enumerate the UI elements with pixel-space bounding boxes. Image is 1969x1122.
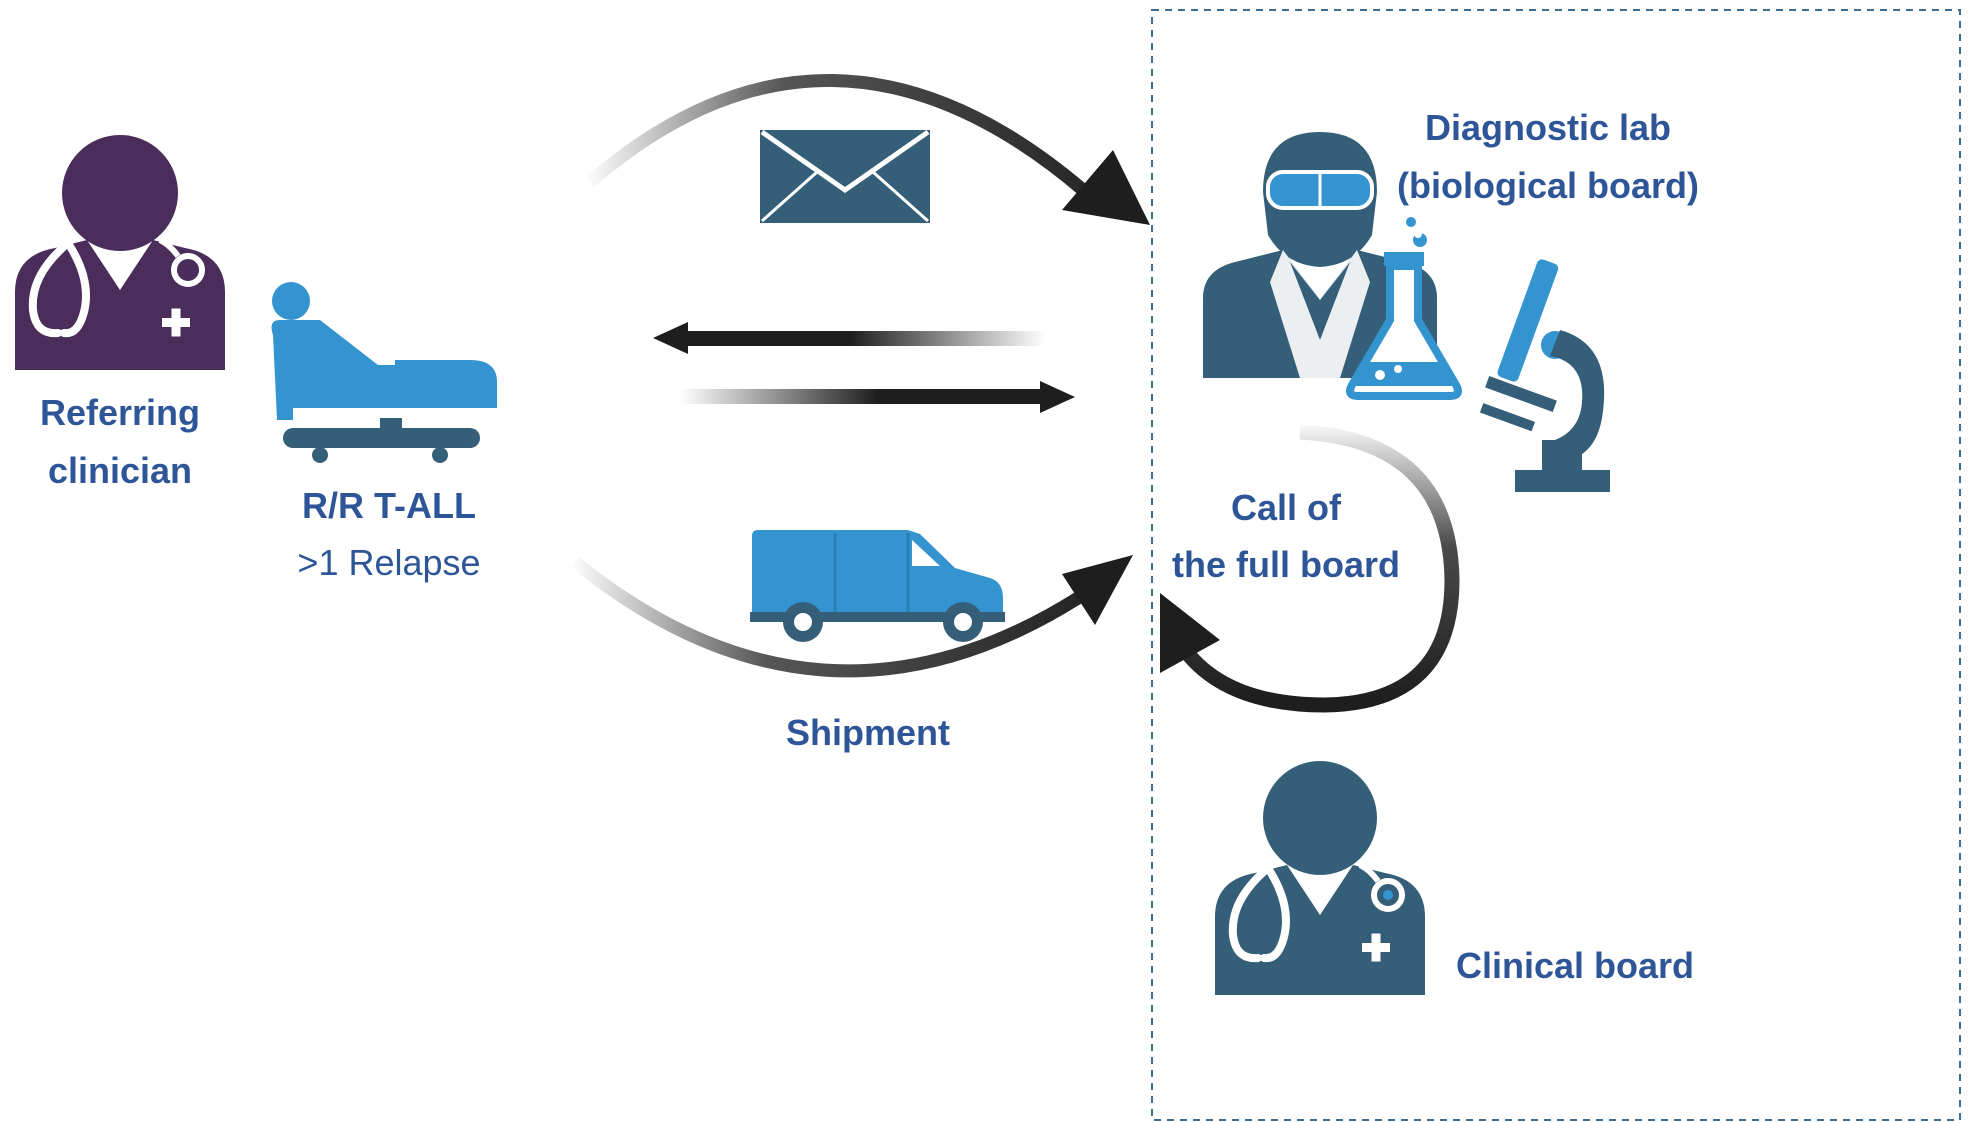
doctor-icon	[15, 135, 225, 370]
board-region-box	[1151, 9, 1961, 1121]
board-call-line1: Call of	[1231, 487, 1342, 528]
doctor-icon	[1215, 761, 1425, 995]
left-arrow	[653, 322, 1045, 354]
microscope-icon	[1479, 259, 1610, 492]
right-arrow	[680, 381, 1075, 413]
board-call-line2: the full board	[1172, 544, 1400, 585]
lab-label-line2: (biological board)	[1397, 165, 1699, 206]
top-arc-arrow	[585, 74, 1150, 225]
lab-label-line1: Diagnostic lab	[1425, 107, 1671, 148]
patient-detail-label: >1 Relapse	[297, 542, 480, 583]
van-icon	[750, 530, 1005, 642]
loop-arrow	[1160, 424, 1460, 713]
clinical-board-label: Clinical board	[1456, 945, 1694, 986]
referrer-label-line1: Referring	[40, 392, 200, 433]
envelope-icon	[760, 129, 930, 223]
referrer-label-line2: clinician	[48, 450, 192, 491]
patient-condition-label: R/R T-ALL	[302, 485, 476, 526]
bottom-arc-arrow	[570, 555, 1133, 678]
hospital-bed-icon	[271, 282, 497, 463]
shipment-label: Shipment	[786, 712, 950, 753]
flask-icon	[1346, 217, 1462, 400]
